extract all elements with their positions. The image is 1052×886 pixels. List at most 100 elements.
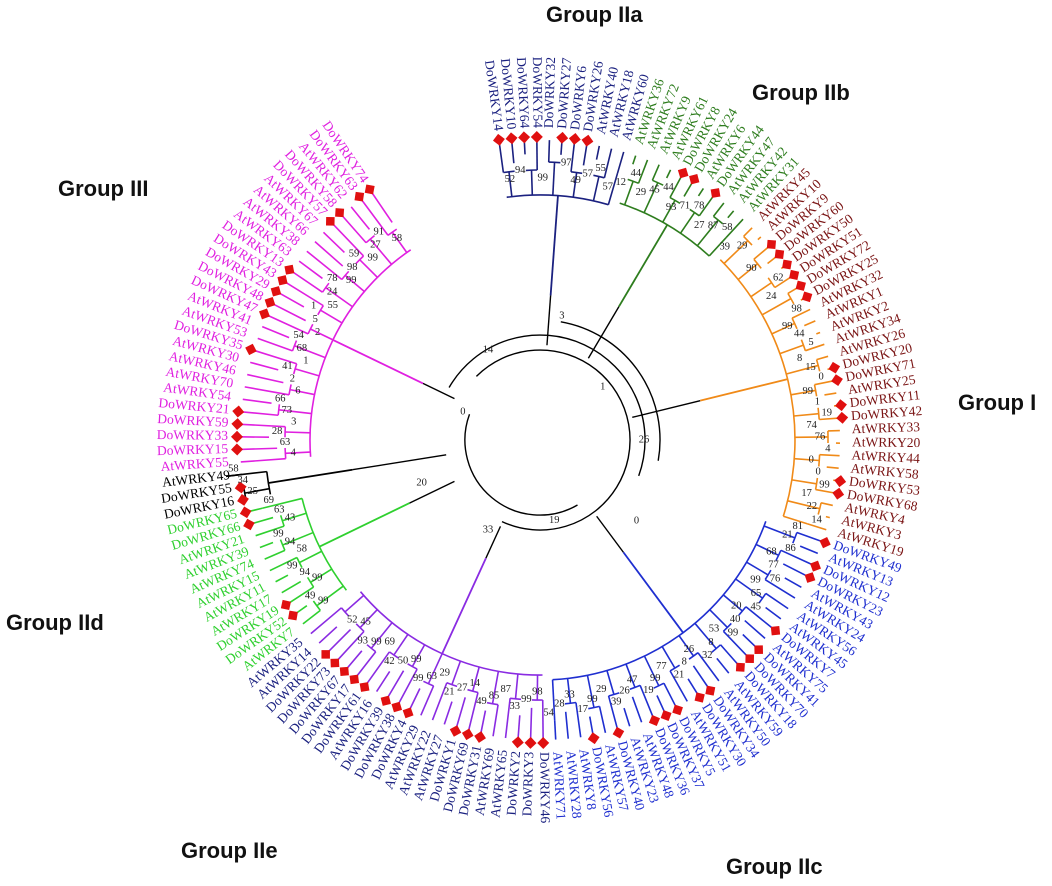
clade-arc [719,259,796,517]
branch-line [327,628,352,653]
species-marker [449,725,462,737]
branch-line [598,706,607,733]
sub-branch [310,568,333,583]
branch-line [492,704,499,737]
branch-line [784,577,802,588]
species-marker [280,599,291,611]
sub-arc [366,644,377,653]
bootstrap-value: 55 [595,163,606,174]
branch-line [575,702,582,738]
clade-stem [549,195,559,296]
branch-line [669,670,688,702]
branch-line [815,488,836,494]
sub-branch [344,594,365,613]
root-bootstrap-value: 20 [416,478,427,489]
sub-arc [423,680,434,687]
sub-branch [794,457,820,462]
bootstrap-value: 29 [440,668,451,679]
bootstrap-value: 21 [782,529,793,540]
species-marker [391,701,403,713]
bootstrap-value: 34 [238,475,249,486]
bootstrap-value: 28 [554,699,565,710]
backbone-link [352,454,447,471]
leaf-label: AtWRKY58 [850,461,920,482]
branch-line [665,169,672,179]
bootstrap-value: 27 [457,683,468,694]
bootstrap-value: 49 [570,175,581,186]
sub-arc [711,644,722,653]
sub-branch [606,670,615,695]
species-marker [349,674,360,685]
bootstrap-value: 52 [505,174,516,185]
sub-arc [800,339,807,351]
root-bootstrap-value: 14 [483,344,494,355]
sub-arc [510,697,522,701]
sub-arc [277,404,281,416]
sub-branch [679,212,696,234]
species-marker [754,645,764,655]
species-marker [832,487,845,500]
sub-branch [451,660,462,685]
sub-branch [786,364,819,375]
bootstrap-value: 63 [427,671,438,682]
sub-branch [310,328,334,341]
branch-line [595,145,601,160]
branch-line [314,241,344,267]
bootstrap-value: 0 [815,467,820,478]
sub-arc [814,477,819,490]
sub-branch [530,170,534,196]
leaf-label: DoWRKY3 [519,751,536,816]
species-marker [237,494,249,506]
clade-arc [552,521,767,681]
branch-line [603,148,613,178]
leaf-label: DoWRKY15 [157,441,229,458]
branch-line [663,682,677,708]
branch-line [302,609,321,625]
sub-branch [370,622,393,649]
branch-line [819,453,840,457]
branch-line [765,606,782,620]
sub-branch [708,237,727,257]
sub-branch [262,497,303,509]
bootstrap-value: 32 [702,650,713,661]
bootstrap-value: 76 [770,573,781,584]
bootstrap-value: 29 [737,241,748,252]
bootstrap-value: 99 [819,480,830,491]
branch-line [257,337,293,352]
sub-arc [296,557,303,568]
species-marker [277,275,288,286]
species-marker [284,264,295,275]
species-marker [325,216,335,226]
branch-line [607,695,619,730]
branch-line [819,417,840,421]
group-label-IIc: Group IIc [726,854,823,879]
branch-line [255,525,285,537]
branch-line [284,281,324,307]
branch-line [431,682,448,721]
leaf-label: DoWRKY33 [157,427,229,443]
sub-branch [746,561,769,576]
branch-line [360,198,389,236]
branch-line [242,398,272,405]
bootstrap-value: 74 [806,420,817,431]
sub-branch [491,671,500,704]
branch-line [241,410,279,417]
bootstrap-value: 39 [611,697,622,708]
species-marker [789,269,800,281]
bootstrap-value: 22 [807,501,818,512]
bootstrap-value: 50 [398,655,409,666]
bootstrap-value: 8 [797,353,802,364]
group-label-III: Group III [58,176,148,201]
bootstrap-value: 33 [510,701,521,712]
leaf-label: DoWRKY27 [554,57,574,129]
branch-line [564,711,570,739]
branch-line [698,194,715,217]
branch-line [616,151,625,174]
bootstrap-value: 45 [360,616,371,627]
branch-line [826,466,839,470]
species-marker [660,710,672,721]
sub-branch [391,231,408,253]
species-marker [530,130,543,143]
sub-branch [285,431,311,434]
